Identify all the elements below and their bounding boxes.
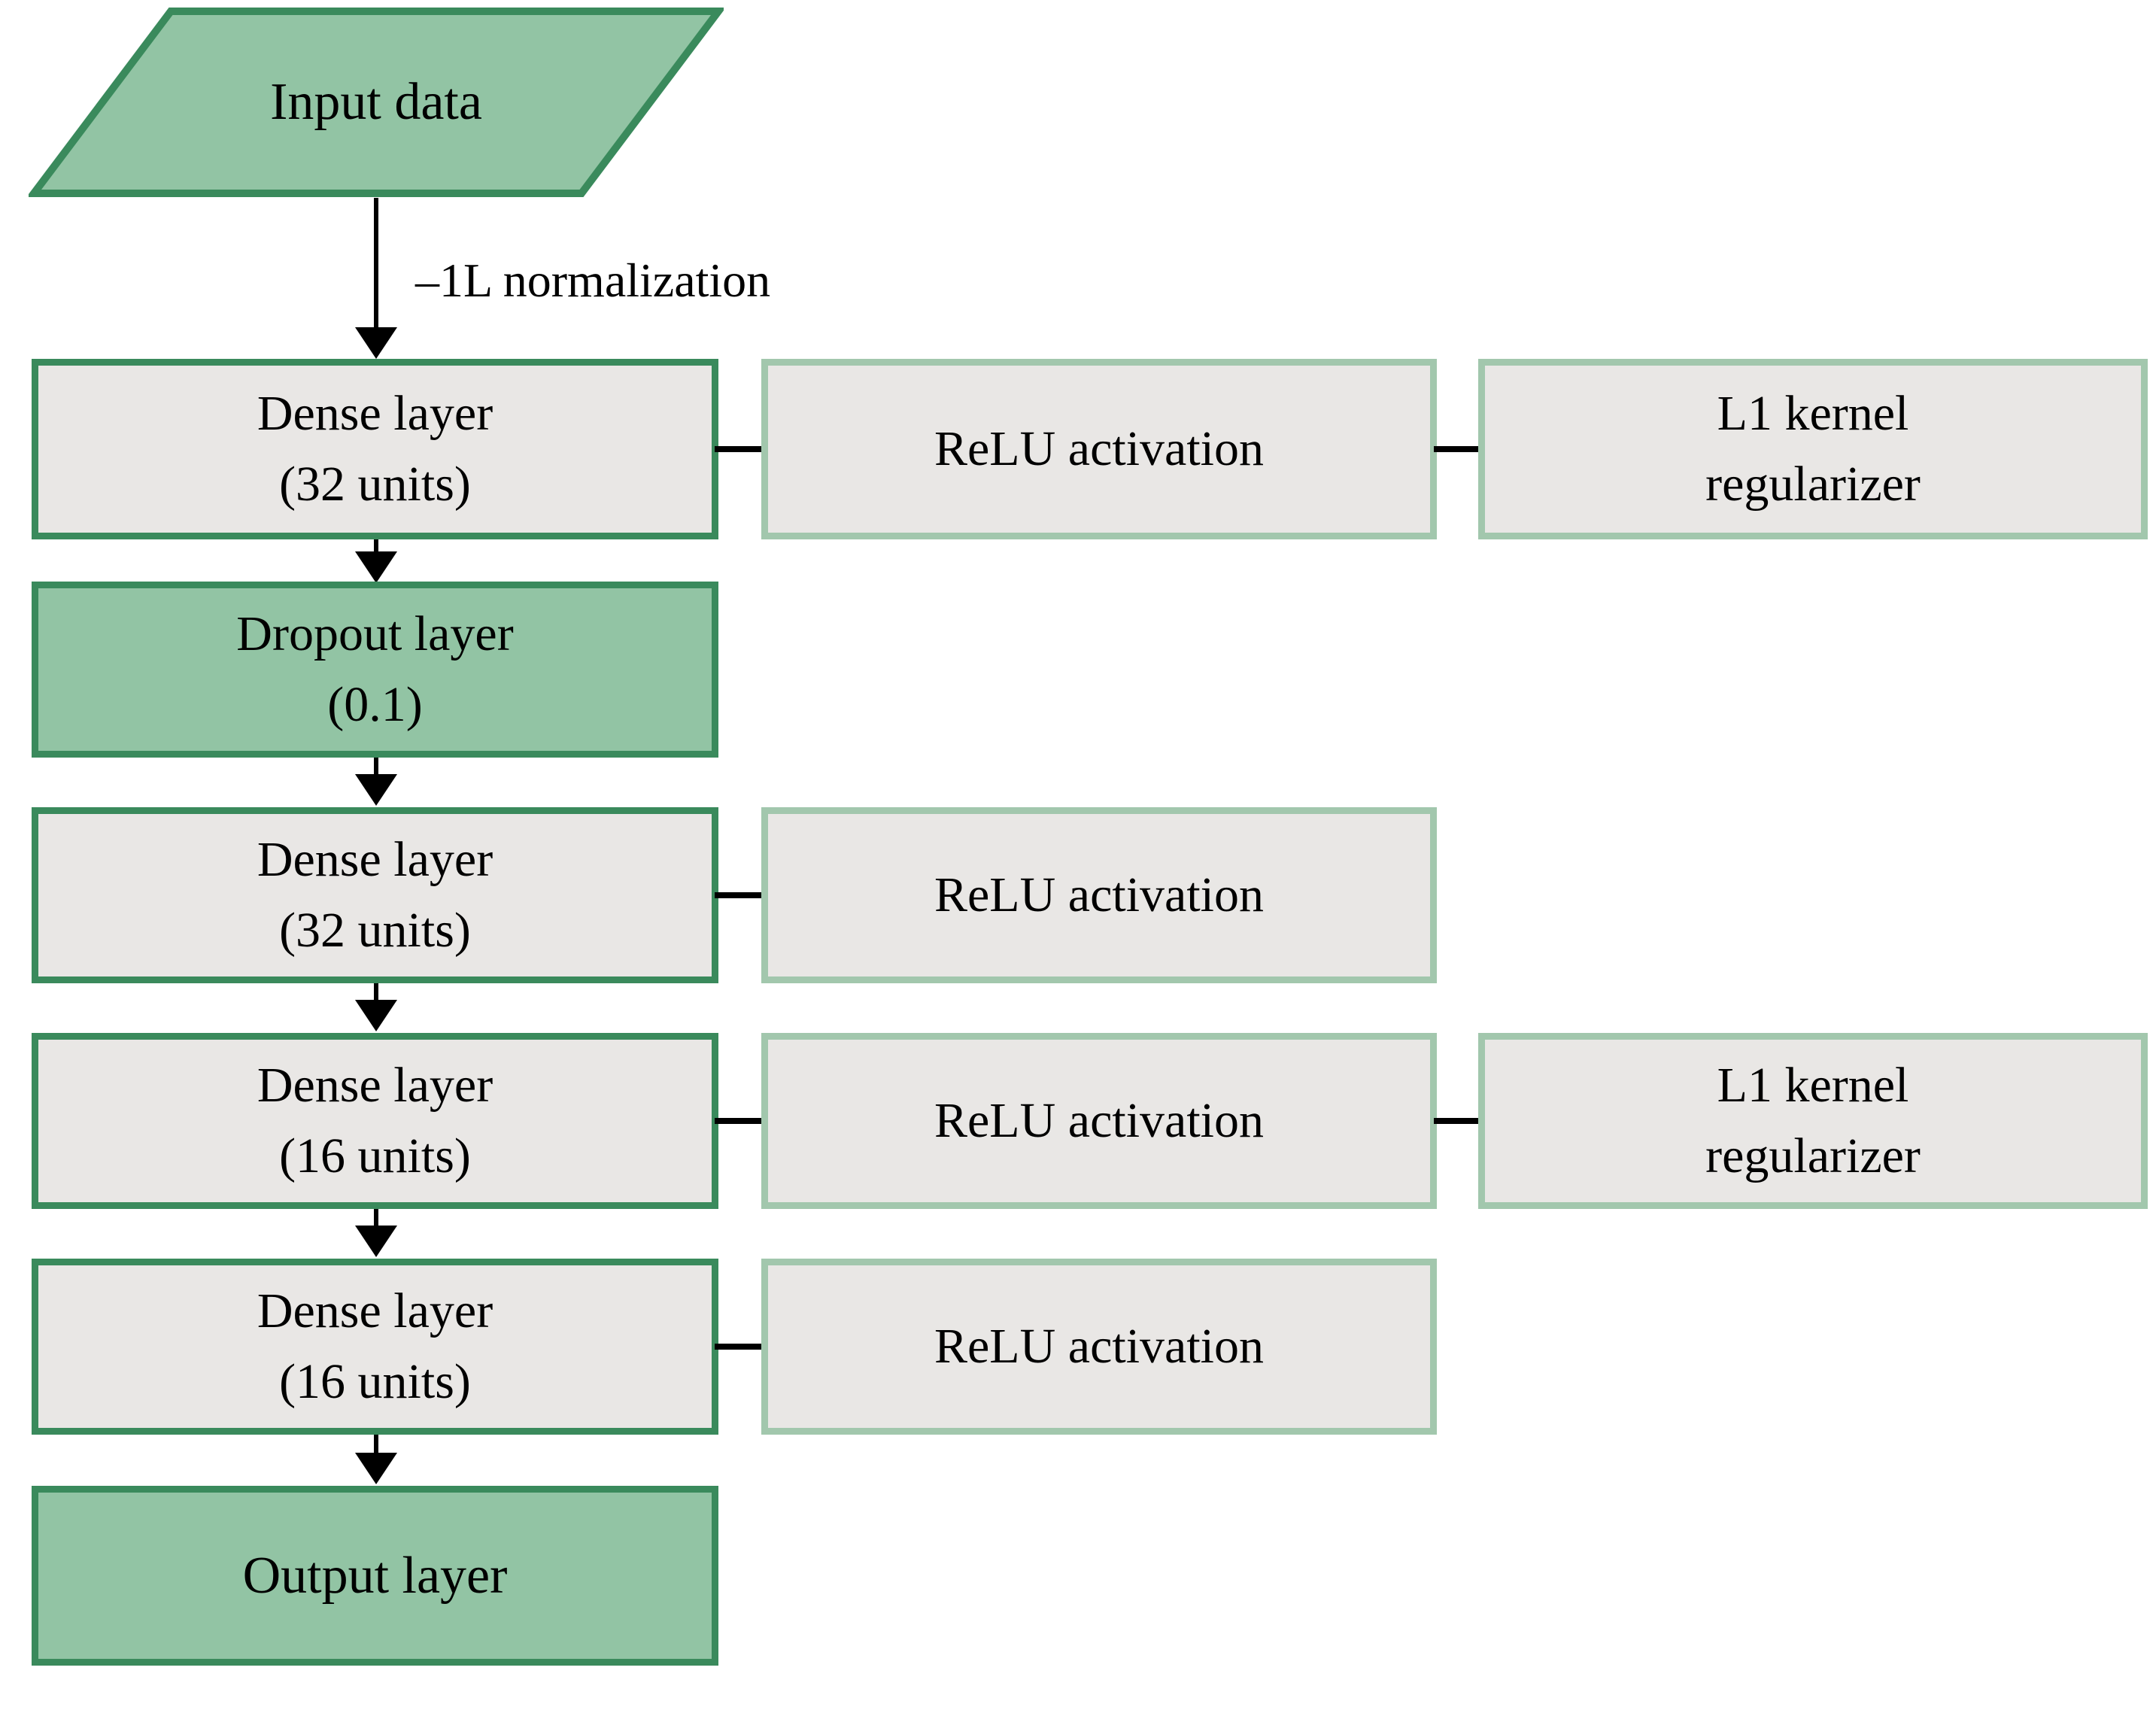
arrow-shaft <box>374 198 378 327</box>
dropout-layer-line2: (0.1) <box>327 677 423 732</box>
input-data-node: Input data <box>29 7 724 198</box>
arrow-down-head-icon <box>355 1453 397 1484</box>
arrow-input-to-dense1 <box>355 198 397 359</box>
arrow-down-head-icon <box>355 1226 397 1257</box>
arrow-down-head-icon <box>355 327 397 359</box>
arrow-shaft <box>374 1209 378 1226</box>
connector-dense2-relu2 <box>715 892 764 898</box>
arrow-shaft <box>374 539 378 551</box>
dense-layer-1-line2: (32 units) <box>279 457 471 512</box>
dense-layer-3-line2: (16 units) <box>279 1128 471 1183</box>
arrow-down-head-icon <box>355 774 397 806</box>
connector-dense1-relu1 <box>715 446 764 452</box>
dense-layer-1-line1: Dense layer <box>257 386 493 442</box>
arrow-shaft <box>374 983 378 1000</box>
dense-layer-3-node: Dense layer (16 units) <box>32 1033 718 1209</box>
relu-activation-3-label: ReLU activation <box>934 1093 1265 1149</box>
relu-activation-2-label: ReLU activation <box>934 867 1265 923</box>
l1-regularizer-1-line1: L1 kernel <box>1717 386 1909 442</box>
connector-dense3-relu3 <box>715 1118 764 1124</box>
input-data-label: Input data <box>270 73 482 131</box>
dense-layer-4-line2: (16 units) <box>279 1354 471 1409</box>
relu-activation-4-label: ReLU activation <box>934 1319 1265 1374</box>
output-layer-label: Output layer <box>242 1546 508 1605</box>
dense-layer-1-node: Dense layer (32 units) <box>32 359 718 539</box>
dropout-layer-line1: Dropout layer <box>236 606 514 662</box>
arrow-dropout-to-dense2 <box>355 758 397 806</box>
arrow-dense2-to-dense3 <box>355 983 397 1031</box>
relu-activation-3-node: ReLU activation <box>761 1033 1437 1209</box>
arrow-shaft <box>374 758 378 774</box>
arrow-dense1-to-dropout <box>355 539 397 583</box>
dense-layer-2-node: Dense layer (32 units) <box>32 807 718 983</box>
arrow-dense4-to-output <box>355 1435 397 1484</box>
l1-kernel-regularizer-2-node: L1 kernel regularizer <box>1478 1033 2148 1209</box>
dense-layer-4-line1: Dense layer <box>257 1283 493 1339</box>
relu-activation-1-node: ReLU activation <box>761 359 1437 539</box>
relu-activation-4-node: ReLU activation <box>761 1259 1437 1435</box>
arrow-down-head-icon <box>355 551 397 583</box>
l1-regularizer-1-line2: regularizer <box>1705 457 1921 512</box>
arrow-dense3-to-dense4 <box>355 1209 397 1257</box>
connector-dense4-relu4 <box>715 1344 764 1350</box>
connector-relu1-l1reg1 <box>1434 446 1481 452</box>
connector-relu3-l1reg2 <box>1434 1118 1481 1124</box>
parallelogram-shape <box>29 8 724 197</box>
dense-layer-2-line2: (32 units) <box>279 903 471 958</box>
normalization-edge-label: –1L normalization <box>415 254 771 307</box>
dense-layer-3-line1: Dense layer <box>257 1058 493 1113</box>
l1-regularizer-2-line1: L1 kernel <box>1717 1058 1909 1113</box>
arrow-down-head-icon <box>355 1000 397 1031</box>
dense-layer-4-node: Dense layer (16 units) <box>32 1259 718 1435</box>
relu-activation-2-node: ReLU activation <box>761 807 1437 983</box>
l1-regularizer-2-line2: regularizer <box>1705 1128 1921 1183</box>
dropout-layer-node: Dropout layer (0.1) <box>32 582 718 758</box>
l1-kernel-regularizer-1-node: L1 kernel regularizer <box>1478 359 2148 539</box>
dense-layer-2-line1: Dense layer <box>257 832 493 888</box>
relu-activation-1-label: ReLU activation <box>934 421 1265 477</box>
arrow-shaft <box>374 1435 378 1453</box>
output-layer-node: Output layer <box>32 1486 718 1666</box>
